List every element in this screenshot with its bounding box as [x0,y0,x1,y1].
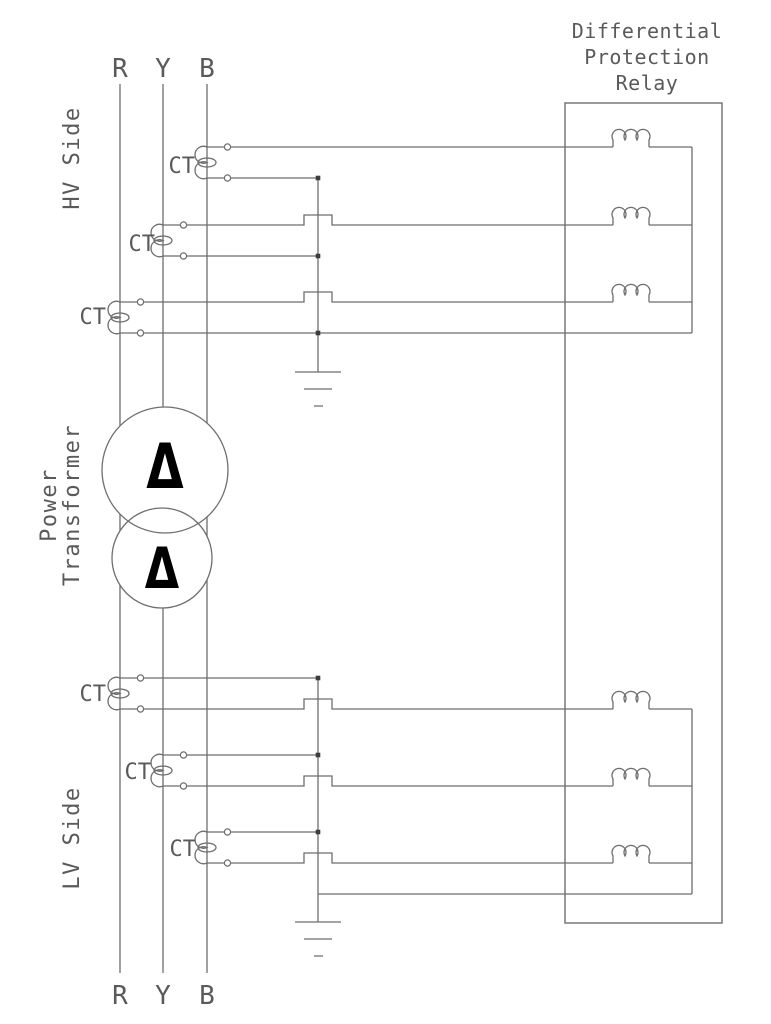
ct-label-hv-b: CT [169,154,196,179]
ct-label-lv-y: CT [125,760,152,785]
relay-title: Differential Protection Relay [572,19,723,95]
power-transformer-label-line2: Transformer [60,424,85,586]
relay-lv-return-bus [318,709,693,895]
ct-lv-b-phase: CT [170,828,613,867]
ct-terminal [136,298,145,306]
relay-coil-hv-3 [611,283,692,303]
phase-labels-bottom: R Y B [112,981,215,1011]
ct-terminal [179,221,188,229]
ct-secondary-lead-s2-with-hop [163,775,613,787]
hv-neutral-bus-and-ground [295,175,341,407]
relay-title-line2: Protection [584,45,709,69]
ct-terminal [179,751,188,759]
relay-title-line1: Differential [572,19,723,43]
ct-terminal [223,828,232,836]
junction-dot [315,752,321,758]
ct-label-lv-b: CT [170,837,197,862]
lv-neutral-bus-and-ground [295,675,341,957]
ct-label-hv-r: CT [80,305,107,330]
ct-core-ellipse [197,157,217,168]
ct-terminal [223,174,232,182]
ct-label-lv-r: CT [80,682,107,707]
phase-label-r-bottom: R [112,981,128,1011]
delta-symbol-hv: Δ [146,431,183,503]
ct-terminal [136,705,145,713]
power-transformer: Δ Δ [101,406,229,609]
transformer-hv-winding-circle [101,406,229,534]
junction-dot [315,330,321,336]
lv-ground-symbol [295,921,341,957]
relay-coil-lv-1 [611,690,692,710]
transformer-lv-winding-circle [111,507,213,609]
ct-terminal [179,782,188,790]
relay-box [564,102,723,924]
relay-title-line3: Relay [616,71,679,95]
phase-label-r-top: R [112,54,128,84]
relay-coil-hv-1 [611,128,692,148]
hv-ground-symbol [295,371,341,407]
transformer-hv-winding-fill [102,407,228,533]
ct-terminal [136,329,145,337]
ct-core-ellipse [153,765,173,776]
junction-dot [315,175,321,181]
ct-body [107,676,122,711]
relay-coil-lv-2 [611,767,692,787]
ct-secondary-lead-s1-with-hop [163,214,613,226]
ct-core-ellipse [153,235,173,246]
phase-label-y-top: Y [155,54,171,84]
junction-dot [315,675,321,681]
phase-label-b-top: B [199,54,215,84]
ct-lv-y-phase: CT [125,751,613,790]
lv-side-label: LV Side [60,786,85,889]
ct-lv-r-phase: CT [80,674,613,713]
ct-terminal [136,674,145,682]
ct-hv-b-phase: CT [169,143,613,182]
junction-dot [315,253,321,259]
ct-core-ellipse [110,312,130,323]
phase-label-y-bottom: Y [155,981,171,1011]
ct-terminal [223,143,232,151]
ct-terminal [179,252,188,260]
ct-terminal [223,859,232,867]
transformer-lv-winding-fill [112,508,212,608]
ct-body [150,223,165,258]
hv-side-label: HV Side [60,106,85,209]
power-transformer-label-line1: Power [37,468,62,542]
ct-hv-r-phase: CT [80,291,692,337]
side-labels: HV Side Power Transformer LV Side [37,106,85,889]
relay-coil-lv-3 [611,844,692,864]
ct-body [150,753,165,788]
differential-relay [318,102,723,924]
ct-core-ellipse [110,688,130,699]
phase-labels-top: R Y B [112,54,215,84]
ct-hv-y-phase: CT [129,214,613,260]
ct-body [194,145,209,180]
delta-symbol-lv: Δ [145,537,180,603]
ct-body [194,830,209,865]
ct-label-hv-y: CT [129,232,156,257]
ct-body [107,300,122,335]
junction-dot [315,829,321,835]
ct-core-ellipse [197,842,217,853]
relay-coil-hv-2 [611,206,692,226]
ct-secondary-lead-s1-with-hop [120,291,613,303]
ct-secondary-lead-s2-with-hop [120,698,613,710]
ct-secondary-lead-s2-with-hop [207,852,613,864]
phase-label-b-bottom: B [199,981,215,1011]
